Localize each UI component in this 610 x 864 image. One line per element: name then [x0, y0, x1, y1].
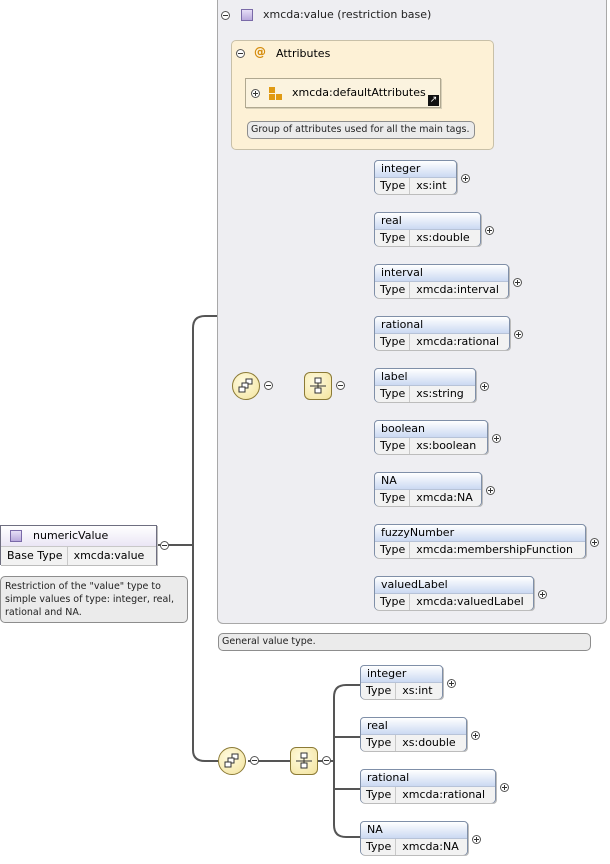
complex-type-icon [241, 9, 253, 21]
attributes-title: Attributes [276, 47, 331, 60]
type-label: Type [375, 230, 411, 246]
type-value: xmcda:rational [416, 335, 500, 348]
element-name: NA [375, 473, 481, 490]
type-value: xmcda:valuedLabel [416, 595, 524, 608]
type-value: xmcda:NA [416, 491, 473, 504]
type-label: Type [375, 386, 411, 402]
complex-content-compositor-icon[interactable] [232, 372, 260, 400]
type-label: Type [361, 839, 397, 855]
type-value: xmcda:membershipFunction [416, 543, 573, 556]
element-name: interval [375, 265, 508, 282]
type-value: xmcda:NA [402, 840, 459, 853]
element-name: integer [375, 161, 456, 178]
element-rational[interactable]: rational Type xmcda:rational [374, 316, 510, 350]
type-value: xmcda:rational [402, 788, 486, 801]
restriction-header: xmcda:value (restriction base) [217, 2, 517, 28]
element-name: rational [361, 770, 495, 787]
element-boolean[interactable]: boolean Type xs:boolean [374, 420, 488, 454]
attribute-group-ref[interactable]: xmcda:defaultAttributes ↗ [245, 78, 441, 108]
expand-icon[interactable] [500, 783, 509, 792]
collapse-icon[interactable] [336, 381, 345, 390]
expand-icon[interactable] [472, 835, 481, 844]
element-name: real [361, 718, 466, 735]
base-type-value: xmcda:value [73, 549, 145, 562]
complex-content-compositor-icon[interactable] [218, 747, 246, 775]
type-value: xs:int [402, 684, 433, 697]
expand-icon[interactable] [514, 330, 523, 339]
root-element-name: numericValue [33, 529, 109, 542]
element-name: NA [361, 822, 467, 839]
element-NA[interactable]: NA Type xmcda:NA [360, 821, 468, 855]
attribute-icon: @ [254, 45, 266, 59]
element-name: integer [361, 666, 442, 683]
attribute-group-icon [269, 87, 282, 100]
type-label: Type [375, 542, 411, 558]
restriction-title: xmcda:value (restriction base) [263, 8, 432, 21]
type-label: Type [361, 683, 397, 699]
expand-icon[interactable] [485, 226, 494, 235]
type-value: xs:boolean [416, 439, 477, 452]
type-label: Type [361, 735, 397, 751]
base-type-label: Base Type [1, 547, 68, 565]
type-label: Type [375, 282, 411, 298]
choice-compositor-icon[interactable] [304, 372, 332, 400]
element-valuedLabel[interactable]: valuedLabel Type xmcda:valuedLabel [374, 576, 534, 610]
collapse-icon[interactable] [221, 11, 230, 20]
element-interval[interactable]: interval Type xmcda:interval [374, 264, 509, 298]
element-name: rational [375, 317, 509, 334]
type-value: xs:double [402, 736, 456, 749]
choice-compositor-icon[interactable] [290, 747, 318, 775]
restriction-note: General value type. [218, 633, 591, 651]
expand-icon[interactable] [590, 538, 599, 547]
collapse-icon[interactable] [264, 381, 273, 390]
link-arrow-icon[interactable]: ↗ [428, 95, 439, 106]
element-name: fuzzyNumber [375, 525, 585, 542]
element-name: label [375, 369, 475, 386]
expand-icon[interactable] [480, 382, 489, 391]
expand-icon[interactable] [492, 434, 501, 443]
type-label: Type [375, 178, 411, 194]
attribute-group-name: xmcda:defaultAttributes [292, 86, 426, 99]
expand-icon[interactable] [461, 174, 470, 183]
expand-icon[interactable] [447, 679, 456, 688]
root-note: Restriction of the "value" type to simpl… [0, 576, 188, 623]
collapse-icon[interactable] [322, 756, 331, 765]
element-label[interactable]: label Type xs:string [374, 368, 476, 402]
type-label: Type [375, 334, 411, 350]
expand-icon[interactable] [251, 89, 260, 98]
type-value: xs:int [416, 179, 447, 192]
complex-type-icon [10, 530, 22, 542]
type-label: Type [375, 438, 411, 454]
type-label: Type [375, 594, 411, 610]
element-real[interactable]: real Type xs:double [374, 212, 481, 246]
element-name: boolean [375, 421, 487, 438]
collapse-icon[interactable] [250, 756, 259, 765]
expand-icon[interactable] [538, 590, 547, 599]
element-rational[interactable]: rational Type xmcda:rational [360, 769, 496, 803]
type-value: xmcda:interval [416, 283, 499, 296]
type-label: Type [361, 787, 397, 803]
element-NA[interactable]: NA Type xmcda:NA [374, 472, 482, 506]
expand-icon[interactable] [513, 278, 522, 287]
collapse-icon[interactable] [236, 49, 245, 58]
type-label: Type [375, 490, 411, 506]
element-name: valuedLabel [375, 577, 533, 594]
element-integer[interactable]: integer Type xs:int [374, 160, 457, 194]
element-name: real [375, 213, 480, 230]
expand-icon[interactable] [471, 731, 480, 740]
root-element-numericValue[interactable]: numericValue Base Type xmcda:value [0, 525, 157, 565]
attribute-group-note: Group of attributes used for all the mai… [247, 121, 475, 139]
collapse-icon[interactable] [160, 541, 169, 550]
type-value: xs:string [416, 387, 464, 400]
element-fuzzyNumber[interactable]: fuzzyNumber Type xmcda:membershipFunction [374, 524, 586, 558]
element-real[interactable]: real Type xs:double [360, 717, 467, 751]
type-value: xs:double [416, 231, 470, 244]
expand-icon[interactable] [486, 486, 495, 495]
element-integer[interactable]: integer Type xs:int [360, 665, 443, 699]
